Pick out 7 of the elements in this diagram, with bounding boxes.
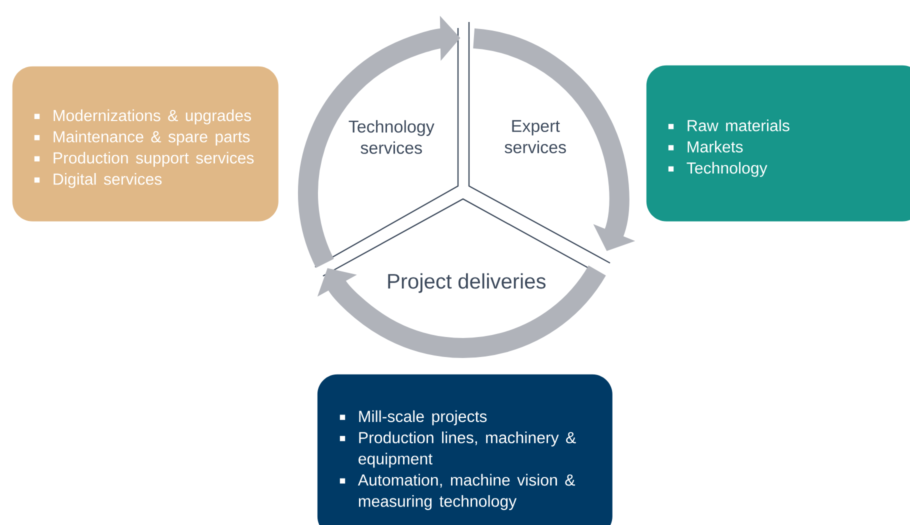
list-box: Raw materials Markets Technology (646, 65, 910, 222)
sector: Expert services (468, 22, 610, 264)
list-box: Mill-scale projects Production lines, machinery & equipment Automation, machine vision & measuring technology (317, 374, 612, 525)
sector: Technology services (314, 28, 459, 268)
cycle-arrow (317, 264, 606, 358)
sector: Project deliveries (322, 198, 604, 293)
list-box: Modernizations & upgrades Maintenance & spare parts Production support services Digital services (12, 66, 278, 222)
